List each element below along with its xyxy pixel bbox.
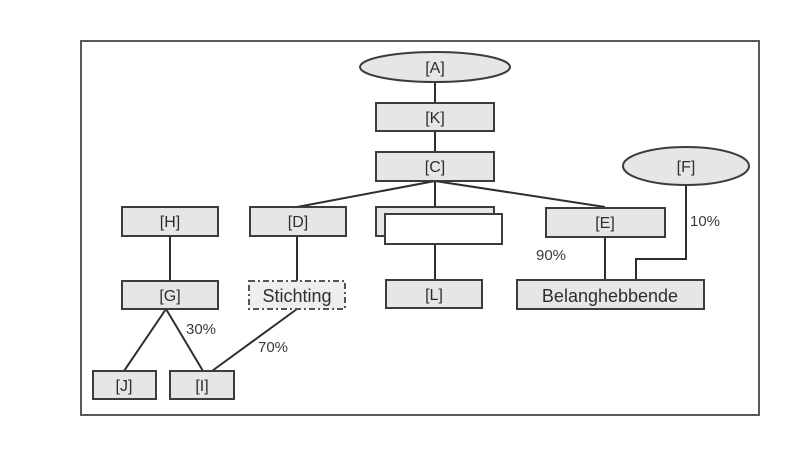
node-belanghebbende-label: Belanghebbende (542, 286, 678, 306)
node-l: [L] (385, 279, 483, 309)
node-f: [F] (622, 146, 750, 186)
node-i: [I] (169, 370, 235, 400)
edge-g-j (123, 308, 167, 372)
edge-stichting-i (211, 308, 298, 372)
node-f-label: [F] (677, 159, 696, 176)
node-stichting-label: Stichting (262, 286, 331, 306)
node-belanghebbende: Belanghebbende (516, 279, 705, 310)
node-l-label: [L] (425, 287, 443, 304)
node-k: [K] (375, 102, 495, 132)
node-stichting: Stichting (248, 280, 346, 310)
pct-g-to-i: 30% (186, 321, 216, 338)
pct-f-to-belanghebbende: 10% (690, 213, 720, 230)
node-j-label: [J] (116, 378, 133, 395)
node-c: [C] (375, 151, 495, 182)
edge-c-d (296, 180, 436, 208)
edge-c-e (434, 180, 606, 208)
node-k-label: [K] (425, 110, 445, 127)
node-a-label: [A] (425, 60, 445, 77)
node-d: [D] (249, 206, 347, 237)
node-g: [G] (121, 280, 219, 310)
pct-e-to-belanghebbende: 90% (536, 247, 566, 264)
node-a: [A] (359, 51, 511, 83)
edges (123, 82, 687, 372)
edge-g-i (165, 308, 204, 372)
node-middle-stacked (375, 206, 503, 245)
node-j: [J] (92, 370, 157, 400)
node-g-label: [G] (159, 288, 180, 305)
node-i-label: [I] (195, 378, 208, 395)
pct-stichting-to-i: 70% (258, 339, 288, 356)
node-d-label: [D] (288, 214, 308, 231)
edge-f-belanghebbende (635, 185, 687, 280)
node-e-label: [E] (595, 215, 615, 232)
node-middle-front (384, 213, 503, 245)
node-e: [E] (545, 207, 666, 238)
node-h-label: [H] (160, 214, 180, 231)
node-c-label: [C] (425, 159, 445, 176)
node-h: [H] (121, 206, 219, 237)
